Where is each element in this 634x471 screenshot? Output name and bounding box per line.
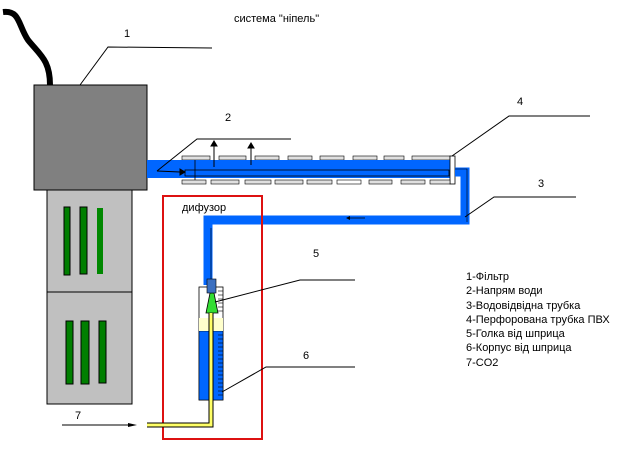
- perforated-tube: [184, 169, 450, 177]
- legend: 1-Фільтр 2-Напрям води 3-Водовідвідна тр…: [466, 270, 610, 370]
- legend-item: 6-Корпус від шприца: [466, 342, 572, 355]
- legend-item: 7-CO2: [466, 356, 499, 369]
- slot: [80, 320, 90, 385]
- callout-3: 3: [538, 178, 544, 190]
- slot: [79, 206, 88, 275]
- diagram-title: система "ніпель": [234, 13, 320, 25]
- callout-6: 6: [303, 350, 309, 362]
- diffuser-label: дифузор: [182, 202, 226, 214]
- callout-2: 2: [225, 112, 231, 124]
- drain-tube: [203, 167, 470, 285]
- flow-arrows: [156, 140, 255, 176]
- callout-7: 7: [75, 410, 81, 422]
- tube-end-cap: [449, 155, 456, 185]
- water-tube-horizontal: [147, 160, 452, 178]
- perforated-slats-bottom: [181, 179, 451, 185]
- legend-item: 1-Фільтр: [466, 271, 510, 283]
- callout-lines: [62, 46, 590, 426]
- legend-item: 4-Перфорована трубка ПВХ: [466, 313, 610, 326]
- filter-body: [33, 84, 148, 191]
- syringe-scale: [218, 290, 223, 396]
- callout-1: 1: [124, 28, 130, 40]
- legend-item: 3-Водовідвідна трубка: [466, 299, 581, 312]
- legend-item: 2-Напрям води: [466, 285, 543, 298]
- slot: [97, 208, 103, 274]
- perforated-slats-top: [181, 155, 451, 161]
- callout-4: 4: [517, 96, 523, 108]
- diffuser-frame: [162, 195, 263, 440]
- callout-5: 5: [313, 248, 319, 260]
- slot: [98, 320, 107, 384]
- power-cable: [2, 8, 53, 86]
- slot: [65, 320, 74, 385]
- slot: [63, 206, 71, 276]
- legend-item: 5-Голка від шприца: [466, 328, 565, 341]
- filter-base-upper: [46, 189, 133, 293]
